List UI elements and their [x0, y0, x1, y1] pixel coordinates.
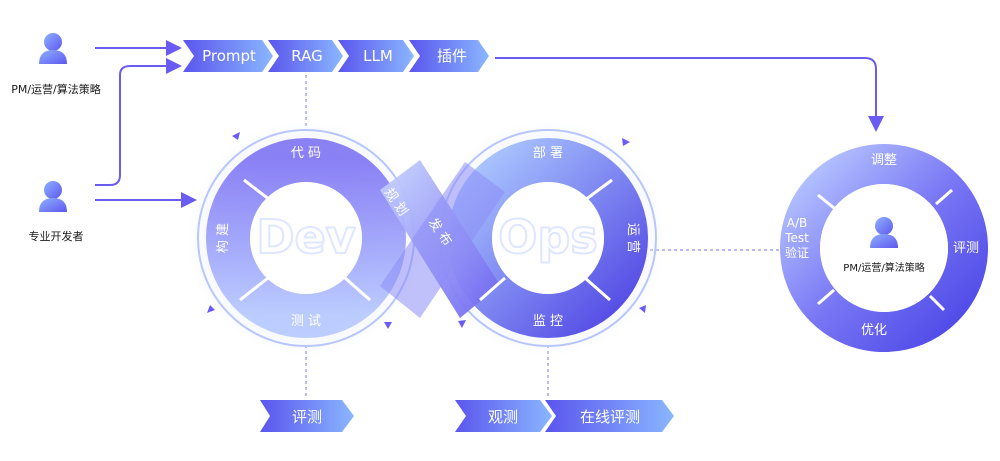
person-icon	[39, 33, 67, 64]
cycle-center-role: PM/运营/算法策略	[843, 261, 924, 274]
ops-word: Ops	[498, 210, 597, 264]
bottom-chevron-online-eval-label: 在线评测	[580, 408, 640, 426]
top-chevron-llm-label: LLM	[363, 47, 393, 65]
optimization-cycle	[776, 140, 992, 356]
person-icon	[39, 181, 67, 212]
top-chevron-llm: LLM	[338, 40, 414, 72]
stage-deploy: 部 署	[533, 146, 563, 161]
bottom-chevron-dev-eval: 评测	[260, 400, 354, 432]
stage-test: 测 试	[291, 314, 321, 329]
bottom-chevron-observe: 观测	[455, 400, 552, 432]
top-chevron-prompt: Prompt	[183, 40, 273, 72]
bottom-chevron-observe-label: 观测	[488, 408, 518, 426]
cycle-ab-line3: 验证	[785, 245, 809, 260]
cycle-ab-line2: Test	[784, 231, 809, 245]
pm-role-label: PM/运营/算法策略	[11, 82, 101, 96]
cycle-adjust: 调整	[871, 153, 897, 168]
stage-code: 代 码	[291, 146, 321, 161]
cycle-ab-line1: A/B	[787, 216, 807, 230]
top-chevron-prompt-label: Prompt	[202, 47, 256, 65]
stage-monitor: 监 控	[533, 314, 563, 329]
stage-operate: 运 营	[625, 223, 640, 253]
stage-build: 构 建	[216, 223, 231, 253]
dev-word: Dev	[256, 210, 355, 264]
role-connectors	[95, 40, 884, 208]
developer-role-label: 专业开发者	[29, 229, 84, 243]
devops-infinity-loop	[188, 120, 666, 356]
top-chevron-rag-label: RAG	[291, 47, 322, 65]
top-chevron-plugin-label: 插件	[437, 47, 467, 65]
cycle-evaluate: 评测	[953, 241, 979, 256]
bottom-chevron-dev-eval-label: 评测	[292, 408, 322, 426]
person-icon	[870, 217, 898, 248]
cycle-optimize: 优化	[861, 323, 887, 338]
top-chevron-rag: RAG	[268, 40, 343, 72]
top-chevron-plugin: 插件	[409, 40, 489, 72]
bottom-chevron-online-eval: 在线评测	[545, 400, 674, 432]
